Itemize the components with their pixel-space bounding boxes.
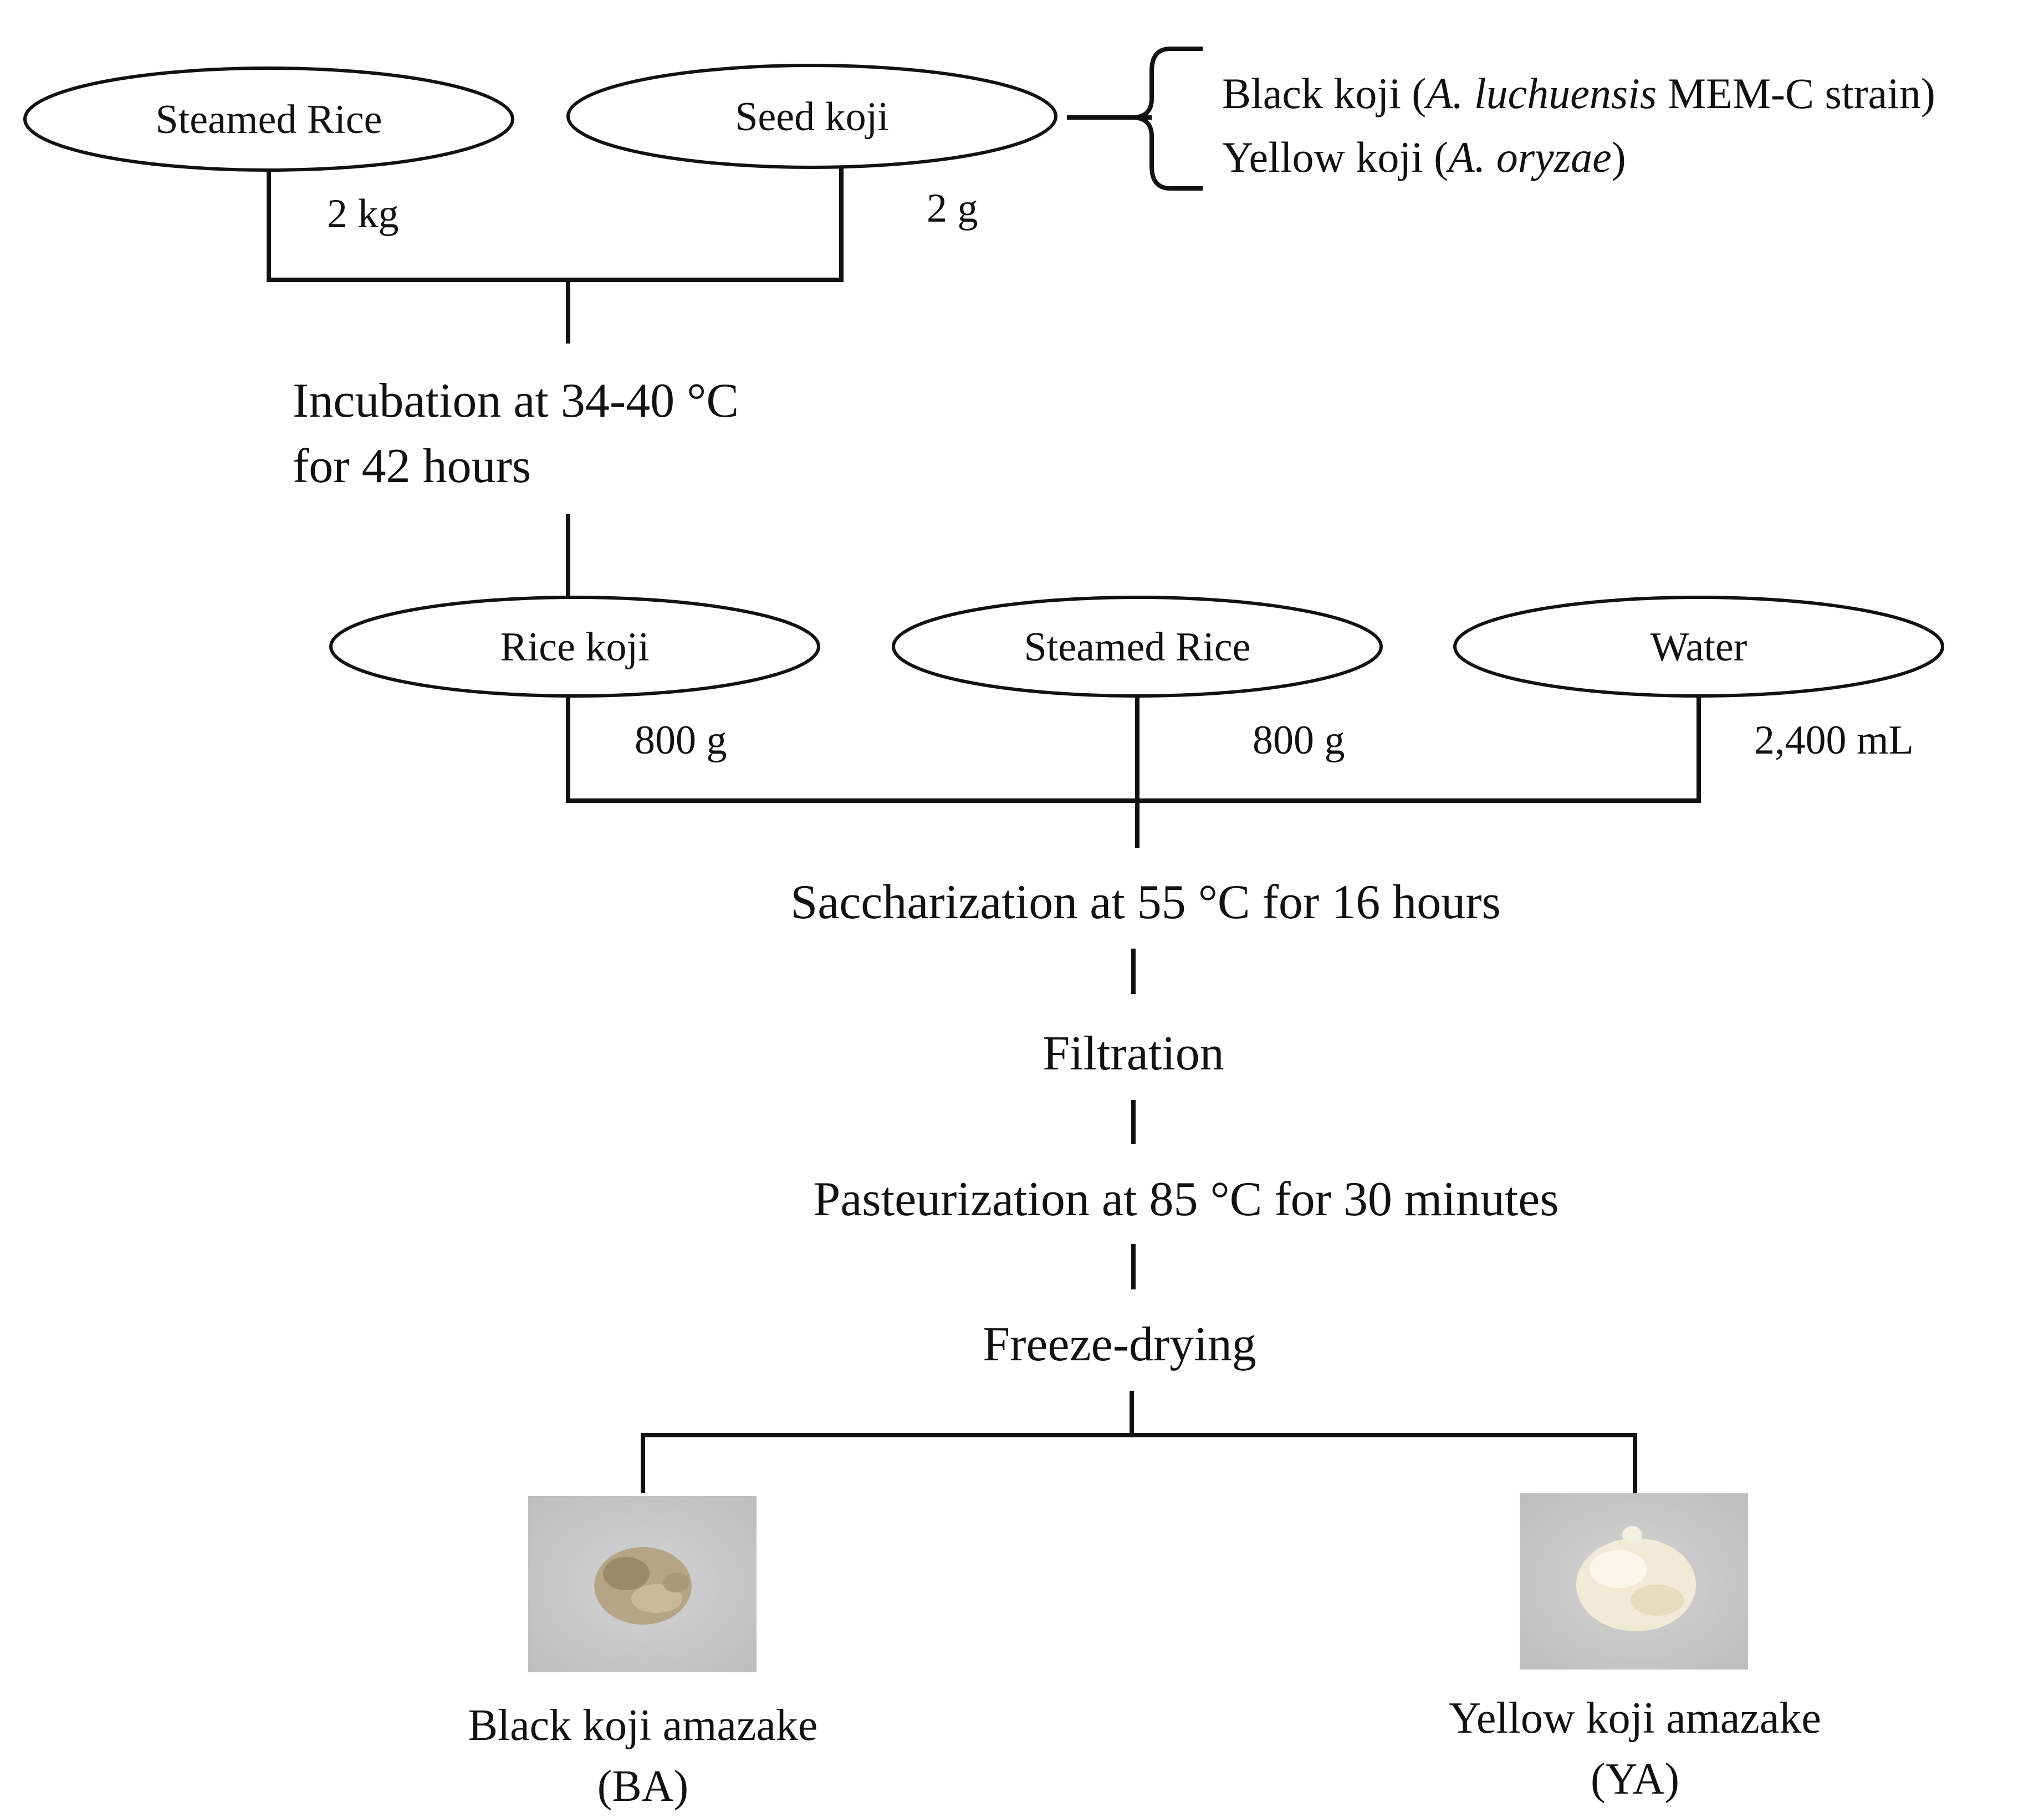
black-koji-strain-suffix: MEM-C strain) bbox=[1657, 69, 1935, 117]
filtration-step: Filtration bbox=[1043, 1027, 1224, 1080]
incubation-step-line1: Incubation at 34-40 °C bbox=[293, 374, 739, 428]
steamed-rice-2-amount: 800 g bbox=[1253, 718, 1345, 763]
stage2-connector bbox=[566, 696, 1701, 848]
yellow-amazake-powder bbox=[1576, 1538, 1696, 1631]
black-amazake-name: Black koji amazake bbox=[468, 1701, 818, 1750]
stage1-connector bbox=[267, 167, 844, 344]
stage-processing: Saccharization at 55 °C for 16 hours Fil… bbox=[790, 875, 1559, 1435]
strain-brace bbox=[1131, 47, 1203, 191]
yellow-amazake-photo bbox=[1520, 1493, 1748, 1670]
yellow-koji-species: A. oryzae bbox=[1445, 133, 1612, 181]
black-amazake-photo bbox=[528, 1496, 757, 1672]
water-label: Water bbox=[1650, 624, 1747, 670]
yellow-koji-strain: Yellow koji (A. oryzae) bbox=[1222, 133, 1626, 181]
pasteurization-step: Pasteurization at 85 °C for 30 minutes bbox=[813, 1172, 1558, 1226]
black-koji-strain: Black koji (A. luchuensis MEM-C strain) bbox=[1222, 69, 1935, 117]
black-amazake-powder-edge bbox=[663, 1573, 689, 1592]
stage-koji-making: Steamed Rice Seed koji 2 kg 2 g Black ko… bbox=[23, 47, 1935, 597]
products-branch bbox=[641, 1433, 1637, 1493]
stage-products: Black koji amazake (BA) Yellow koji amaz… bbox=[468, 1433, 1821, 1811]
seed-koji-node bbox=[566, 64, 1057, 169]
stage-mixing: Rice koji Steamed Rice Water 800 g 800 g… bbox=[329, 596, 1944, 848]
yellow-koji-strain-prefix: Yellow koji ( bbox=[1222, 133, 1448, 181]
rice-koji-amount: 800 g bbox=[635, 718, 727, 763]
rice-koji-label: Rice koji bbox=[500, 624, 649, 670]
seed-koji-amount: 2 g bbox=[927, 186, 978, 231]
freeze-drying-step: Freeze-drying bbox=[983, 1318, 1256, 1371]
saccharization-step: Saccharization at 55 °C for 16 hours bbox=[790, 875, 1501, 929]
black-koji-species: A. luchuensis bbox=[1423, 69, 1657, 117]
yellow-koji-strain-suffix: ) bbox=[1612, 133, 1626, 181]
water-amount: 2,400 mL bbox=[1754, 718, 1914, 763]
incubation-step-line2: for 42 hours bbox=[293, 439, 531, 493]
steamed-rice-amount: 2 kg bbox=[327, 191, 399, 237]
yellow-amazake-name: Yellow koji amazake bbox=[1449, 1694, 1821, 1743]
yellow-amazake-powder-shade bbox=[1631, 1585, 1684, 1616]
yellow-amazake-code: (YA) bbox=[1591, 1755, 1679, 1804]
steamed-rice-2-label: Steamed Rice bbox=[1024, 624, 1251, 670]
seed-koji-label: Seed koji bbox=[735, 94, 888, 140]
black-amazake-powder-shade bbox=[603, 1557, 650, 1590]
rice-koji-node bbox=[329, 596, 820, 698]
black-amazake-code: (BA) bbox=[597, 1762, 688, 1811]
black-koji-strain-prefix: Black koji ( bbox=[1222, 69, 1426, 117]
steamed-rice-label: Steamed Rice bbox=[156, 97, 382, 142]
yellow-amazake-powder-highlight bbox=[1590, 1550, 1647, 1588]
yellow-amazake-powder-fleck bbox=[1622, 1526, 1642, 1544]
black-amazake-powder-highlight bbox=[631, 1584, 682, 1613]
